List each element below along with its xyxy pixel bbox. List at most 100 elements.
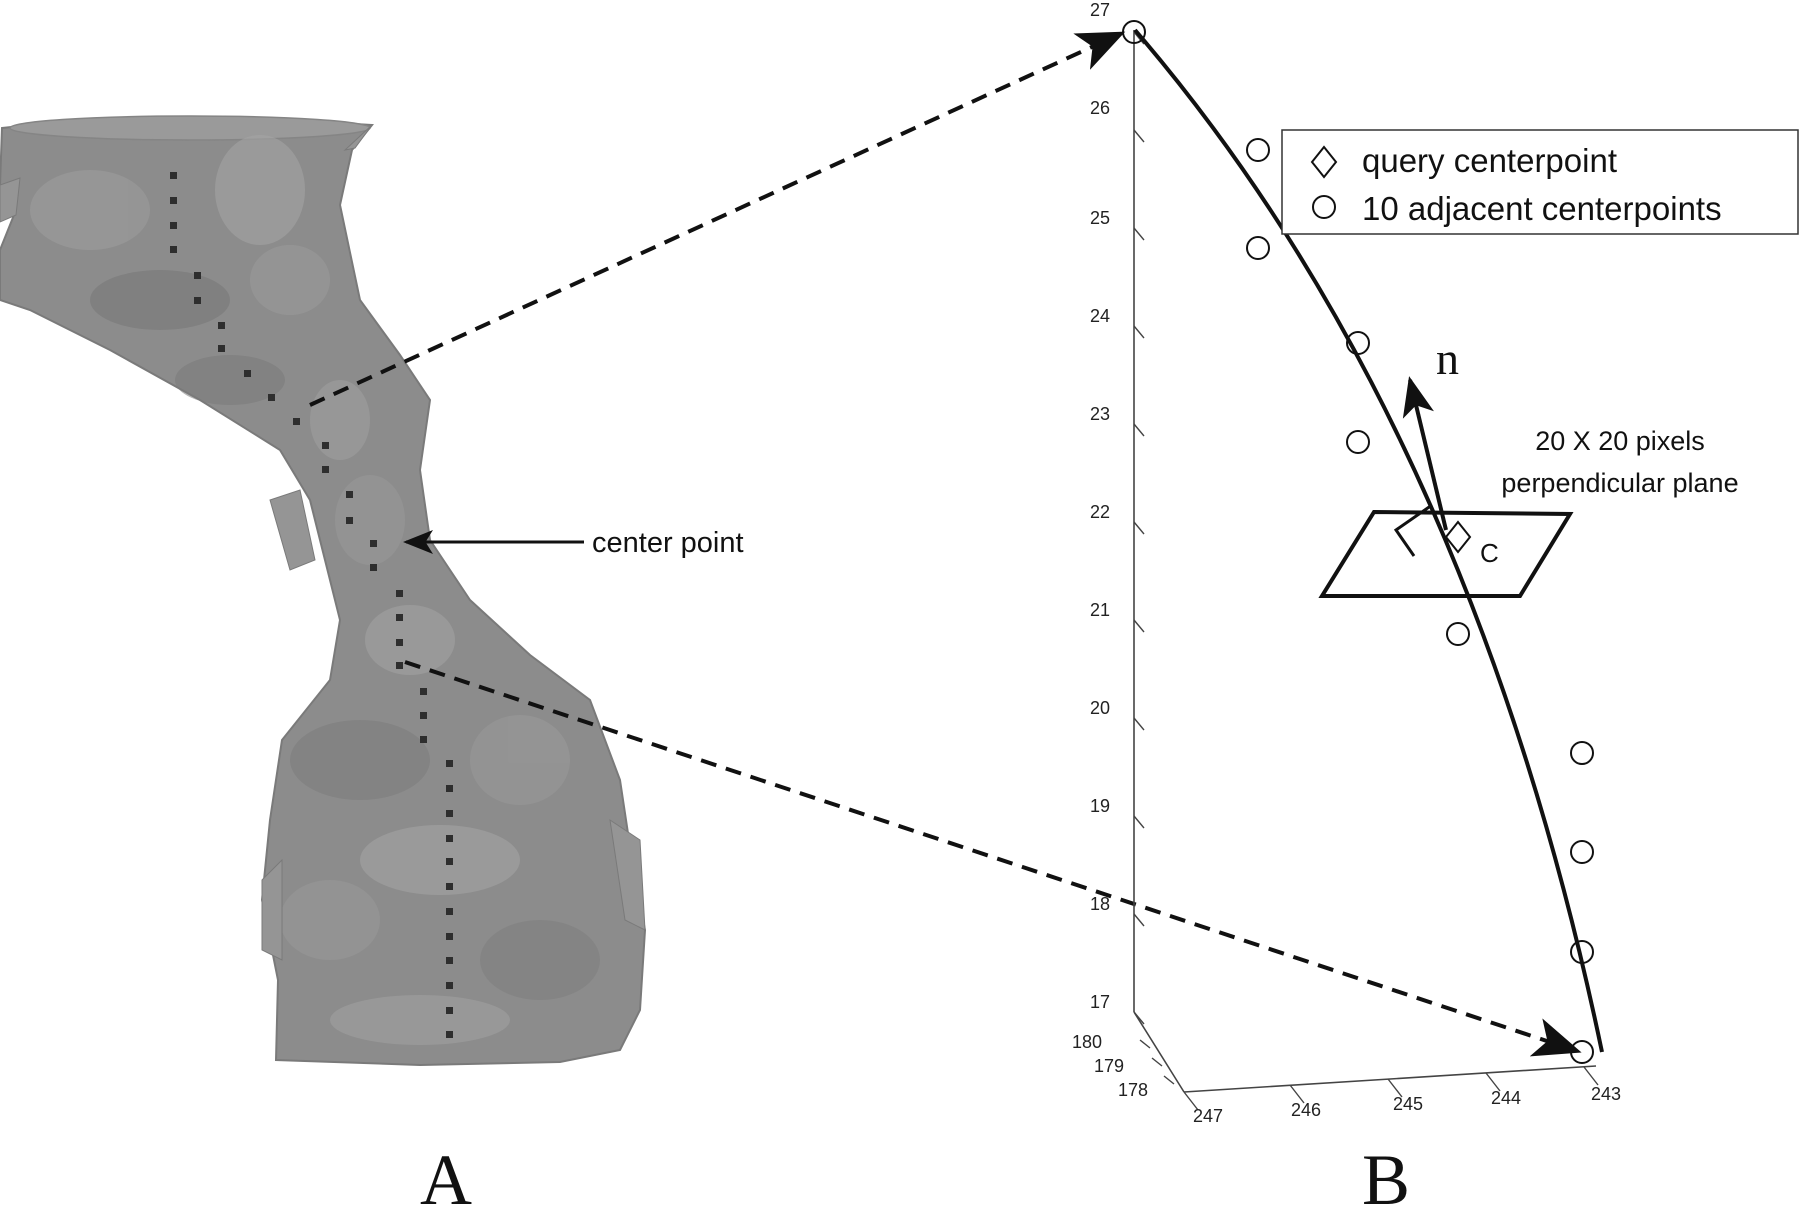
z-axis-tick-labels: 17 18 19 20 21 22 23 24 25 26 27 bbox=[1090, 0, 1110, 1012]
z-tick-label: 27 bbox=[1090, 0, 1110, 20]
z-tick-label: 21 bbox=[1090, 600, 1110, 620]
panel-b-label: B bbox=[1362, 1140, 1410, 1208]
centerline-point bbox=[194, 297, 201, 304]
centerline-point bbox=[446, 785, 453, 792]
query-centerpoint-marker bbox=[1444, 520, 1472, 554]
adjacent-centerpoint bbox=[1570, 741, 1594, 765]
centerline-point bbox=[420, 688, 427, 695]
centerline-point bbox=[322, 466, 329, 473]
plane-size-label: 20 X 20 pixels bbox=[1535, 426, 1705, 456]
centerline-point bbox=[396, 662, 403, 669]
perpendicular-plane bbox=[1318, 509, 1574, 598]
z-tick-label: 26 bbox=[1090, 98, 1110, 118]
query-point-label: C bbox=[1480, 538, 1499, 568]
y-tick-label: 179 bbox=[1094, 1056, 1124, 1076]
legend-circle-icon bbox=[1312, 195, 1336, 219]
x-axis-line bbox=[1183, 1065, 1597, 1093]
z-tick-label: 23 bbox=[1090, 404, 1110, 424]
centerline-point bbox=[446, 858, 453, 865]
z-tick-label: 20 bbox=[1090, 698, 1110, 718]
legend-diamond-icon bbox=[1310, 145, 1338, 179]
centerline-point bbox=[396, 590, 403, 597]
centerline-point bbox=[396, 614, 403, 621]
z-axis-ticks bbox=[1133, 31, 1145, 1025]
centerline-point bbox=[170, 222, 177, 229]
centerline-point bbox=[446, 982, 453, 989]
z-tick-label: 24 bbox=[1090, 306, 1110, 326]
centerline-point bbox=[446, 883, 453, 890]
centerline-point bbox=[446, 810, 453, 817]
upper-correspondence-arrow bbox=[309, 31, 1126, 407]
vessel-surface bbox=[0, 115, 647, 1067]
z-tick-label: 19 bbox=[1090, 796, 1110, 816]
vessel-shading bbox=[30, 135, 600, 1045]
legend-adjacent-label: 10 adjacent centerpoints bbox=[1362, 190, 1722, 227]
lower-correspondence-arrow bbox=[404, 660, 1582, 1057]
centerline-point bbox=[446, 1031, 453, 1038]
right-angle-marker bbox=[1393, 503, 1433, 557]
adjacent-centerpoint bbox=[1570, 940, 1594, 964]
centerline-point bbox=[170, 197, 177, 204]
z-tick-label: 18 bbox=[1090, 894, 1110, 914]
centerline-point bbox=[346, 517, 353, 524]
centerline-point bbox=[446, 1007, 453, 1014]
legend-query-label: query centerpoint bbox=[1362, 142, 1617, 179]
centerline-point bbox=[446, 760, 453, 767]
centerline-point bbox=[293, 418, 300, 425]
centerline-point bbox=[420, 736, 427, 743]
centerline-point bbox=[370, 540, 377, 547]
centerline-point bbox=[268, 394, 275, 401]
centerline-point bbox=[446, 933, 453, 940]
adjacent-centerpoints bbox=[1122, 20, 1594, 1064]
fitted-centerline-curve bbox=[1133, 28, 1604, 1053]
x-tick-label: 245 bbox=[1393, 1094, 1423, 1114]
centerline-point bbox=[346, 491, 353, 498]
z-tick-label: 22 bbox=[1090, 502, 1110, 522]
adjacent-centerpoint bbox=[1246, 236, 1270, 260]
x-tick-label: 247 bbox=[1193, 1106, 1223, 1126]
centerline-point bbox=[244, 370, 251, 377]
panel-a: center point A bbox=[0, 115, 744, 1208]
x-tick-label: 244 bbox=[1491, 1088, 1521, 1108]
panel-a-label: A bbox=[420, 1140, 472, 1208]
centerline-point bbox=[396, 639, 403, 646]
normal-vector-arrow bbox=[1402, 376, 1448, 531]
centerline-point bbox=[446, 835, 453, 842]
vessel-edge-fragments bbox=[0, 124, 646, 961]
centerline-point bbox=[446, 957, 453, 964]
adjacent-centerpoint bbox=[1122, 20, 1146, 44]
y-axis-tick-labels: 180 179 178 bbox=[1072, 1032, 1148, 1100]
plane-type-label: perpendicular plane bbox=[1501, 468, 1738, 498]
adjacent-centerpoint bbox=[1570, 840, 1594, 864]
x-tick-label: 246 bbox=[1291, 1100, 1321, 1120]
centerline-point bbox=[170, 246, 177, 253]
correspondence-arrows bbox=[309, 31, 1582, 1057]
panel-b: 17 18 19 20 21 22 23 24 25 26 27 180 179… bbox=[1072, 0, 1799, 1208]
centerline-point bbox=[170, 172, 177, 179]
centerline-point bbox=[420, 712, 427, 719]
x-tick-label: 243 bbox=[1591, 1084, 1621, 1104]
centerline-point bbox=[218, 322, 225, 329]
legend-box bbox=[1281, 129, 1799, 235]
centerline-point bbox=[194, 272, 201, 279]
y-axis-line bbox=[1133, 1011, 1185, 1093]
legend: query centerpoint 10 adjacent centerpoin… bbox=[1281, 129, 1799, 235]
x-axis-ticks bbox=[1183, 1066, 1599, 1111]
center-point-label: center point bbox=[592, 527, 744, 559]
z-tick-label: 17 bbox=[1090, 992, 1110, 1012]
adjacent-centerpoint bbox=[1246, 138, 1270, 162]
centerline-point bbox=[322, 442, 329, 449]
normal-vector-label: n bbox=[1436, 333, 1459, 384]
adjacent-centerpoint bbox=[1346, 331, 1370, 355]
z-tick-label: 25 bbox=[1090, 208, 1110, 228]
vessel-top-cap bbox=[9, 115, 371, 141]
centerline-points bbox=[170, 172, 453, 1038]
adjacent-centerpoint bbox=[1570, 1040, 1594, 1064]
adjacent-centerpoint bbox=[1446, 622, 1470, 646]
adjacent-centerpoint bbox=[1346, 430, 1370, 454]
centerline-point bbox=[370, 564, 377, 571]
plot-axes bbox=[1133, 30, 1597, 1093]
y-tick-label: 180 bbox=[1072, 1032, 1102, 1052]
centerline-point bbox=[218, 345, 225, 352]
